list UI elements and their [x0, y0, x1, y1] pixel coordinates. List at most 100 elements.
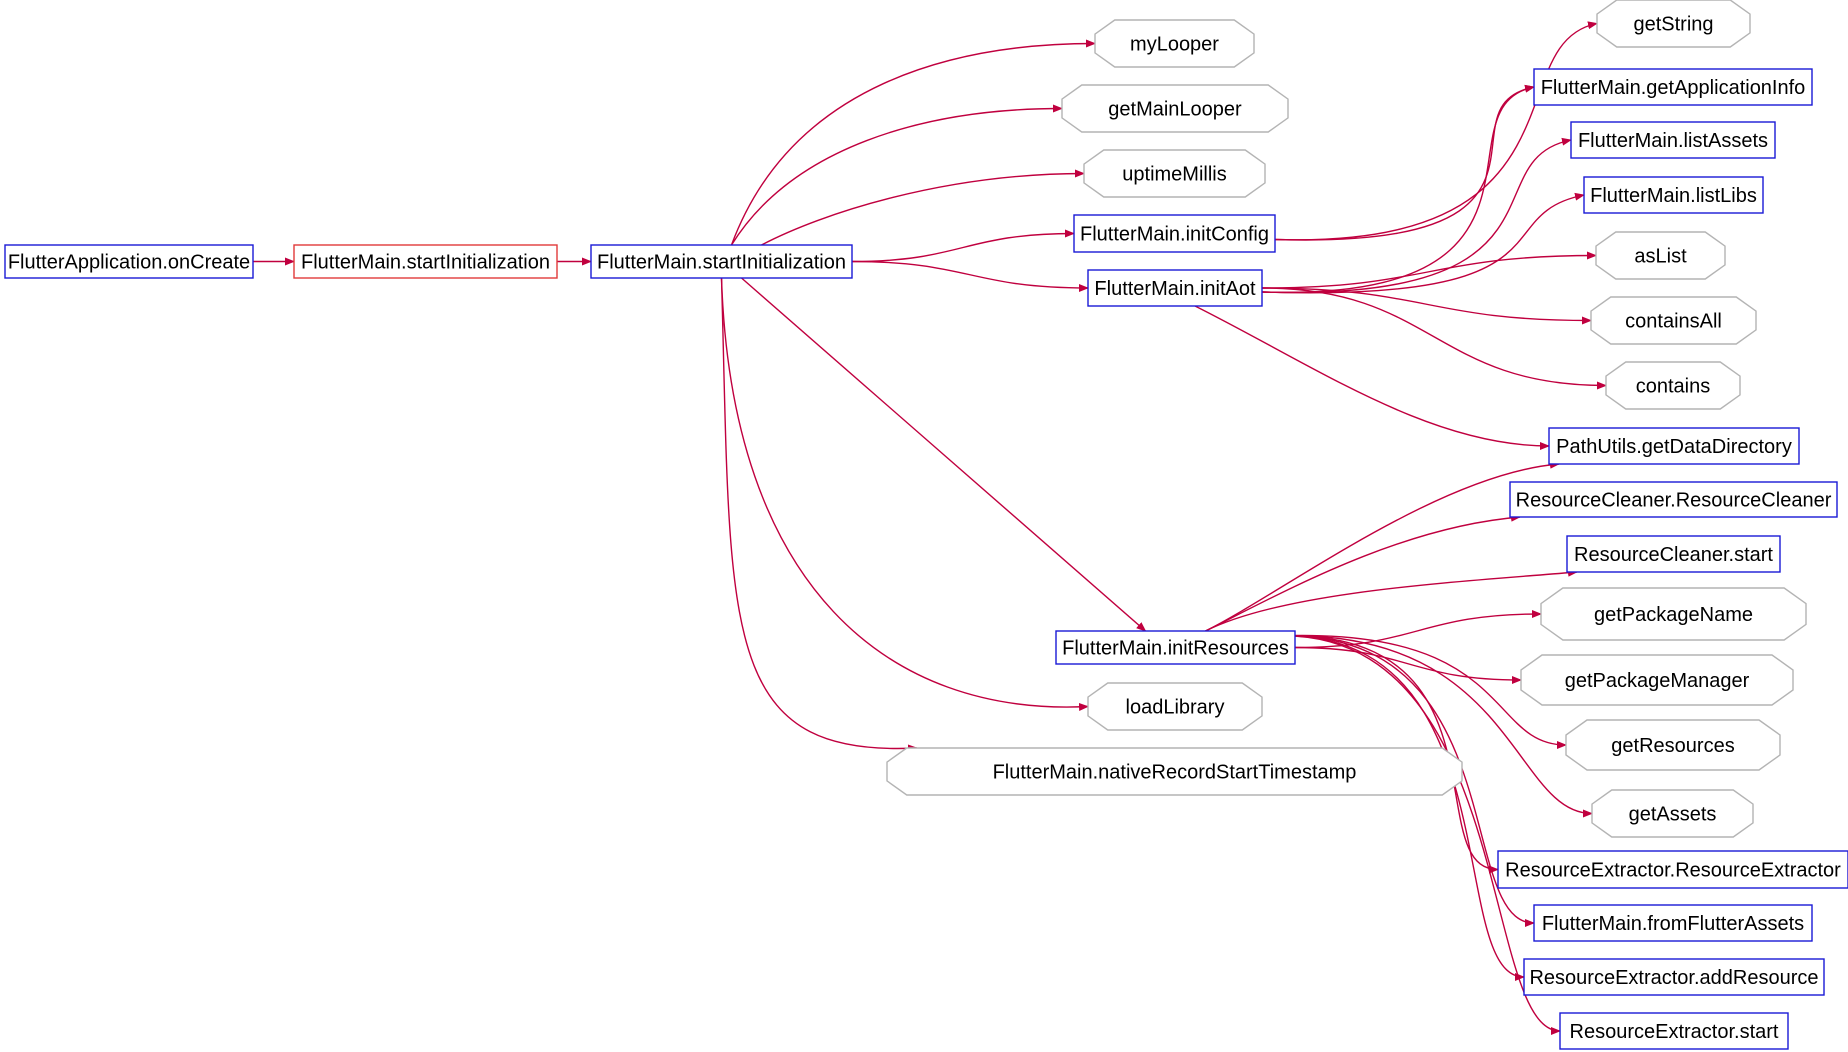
edge-start-initialization-inner-to-init-config [851, 229, 1075, 263]
node-resource-extractor-start[interactable]: ResourceExtractor.start [1559, 1012, 1789, 1050]
node-shape-resource-extractor-ctor [1497, 850, 1848, 889]
node-shape-get-package-name [1540, 587, 1807, 641]
node-start-initialization-outer[interactable]: FlutterMain.startInitialization [293, 244, 558, 279]
node-get-package-manager[interactable]: getPackageManager [1520, 654, 1794, 706]
edges-layer [252, 21, 1607, 1035]
edge-start-initialization-inner-to-load-library [720, 277, 1089, 711]
node-label-get-string: getString [1633, 14, 1713, 36]
node-resource-extractor-ctor[interactable]: ResourceExtractor.ResourceExtractor [1497, 850, 1848, 889]
node-shape-resource-cleaner-ctor [1509, 481, 1838, 518]
node-shape-as-list [1595, 231, 1726, 280]
node-uptime-millis[interactable]: uptimeMillis [1083, 149, 1266, 198]
node-from-flutter-assets[interactable]: FlutterMain.fromFlutterAssets [1533, 904, 1813, 942]
node-shape-init-aot [1087, 269, 1263, 307]
node-list-assets[interactable]: FlutterMain.listAssets [1570, 121, 1776, 159]
node-shape-flutter-application-on-create [4, 244, 254, 279]
node-shape-get-data-directory [1548, 427, 1800, 465]
node-resource-cleaner-start[interactable]: ResourceCleaner.start [1566, 535, 1781, 573]
node-get-package-name[interactable]: getPackageName [1540, 587, 1807, 641]
node-get-application-info[interactable]: FlutterMain.getApplicationInfo [1533, 68, 1813, 106]
edge-init-resources-to-resource-extractor-start [1274, 635, 1561, 1035]
node-shape-list-libs [1583, 176, 1764, 214]
node-label-list-libs: FlutterMain.listLibs [1590, 185, 1757, 207]
node-shape-init-config [1073, 214, 1276, 253]
node-start-initialization-inner[interactable]: FlutterMain.startInitialization [590, 244, 853, 279]
edge-init-aot-to-list-libs [1261, 192, 1585, 294]
node-label-my-looper: myLooper [1130, 34, 1219, 56]
node-list-libs[interactable]: FlutterMain.listLibs [1583, 176, 1764, 214]
node-shape-contains [1605, 361, 1741, 410]
node-shape-init-resources [1055, 630, 1296, 665]
node-shape-add-resource [1523, 958, 1825, 996]
node-get-resources[interactable]: getResources [1565, 719, 1781, 771]
node-label-init-resources: FlutterMain.initResources [1062, 638, 1289, 660]
edge-start-initialization-inner-to-get-main-looper [730, 104, 1063, 246]
node-label-init-config: FlutterMain.initConfig [1080, 224, 1269, 246]
node-load-library[interactable]: loadLibrary [1087, 682, 1263, 731]
node-init-resources[interactable]: FlutterMain.initResources [1055, 630, 1296, 665]
node-shape-get-application-info [1533, 68, 1813, 106]
node-label-load-library: loadLibrary [1126, 697, 1225, 719]
edge-init-resources-to-add-resource [1274, 635, 1525, 981]
node-shape-native-record-start-timestamp [886, 747, 1463, 796]
edge-start-initialization-inner-to-init-resources [741, 277, 1147, 632]
node-add-resource[interactable]: ResourceExtractor.addResource [1523, 958, 1825, 996]
edge-start-initialization-inner-to-my-looper [730, 39, 1096, 246]
node-shape-start-initialization-outer [293, 244, 558, 279]
edge-start-initialization-inner-to-uptime-millis [761, 169, 1085, 246]
node-shape-get-main-looper [1061, 84, 1289, 133]
node-get-data-directory[interactable]: PathUtils.getDataDirectory [1548, 427, 1800, 465]
node-label-get-main-looper: getMainLooper [1108, 99, 1242, 121]
node-label-native-record-start-timestamp: FlutterMain.nativeRecordStartTimestamp [993, 762, 1357, 784]
node-label-get-data-directory: PathUtils.getDataDirectory [1556, 436, 1792, 458]
edge-init-aot-to-as-list [1261, 251, 1597, 289]
edge-init-aot-to-get-application-info [1261, 84, 1535, 293]
nodes-layer: FlutterApplication.onCreate FlutterMain.s… [4, 0, 1848, 1050]
node-contains[interactable]: contains [1605, 361, 1741, 410]
edge-start-initialization-inner-to-init-aot [851, 260, 1089, 292]
node-label-start-initialization-inner: FlutterMain.startInitialization [597, 252, 846, 274]
node-label-get-package-name: getPackageName [1594, 604, 1753, 626]
node-get-assets[interactable]: getAssets [1591, 789, 1754, 838]
node-label-resource-extractor-start: ResourceExtractor.start [1570, 1021, 1779, 1043]
node-shape-my-looper [1094, 19, 1255, 68]
node-label-contains: contains [1636, 376, 1711, 398]
node-flutter-application-on-create[interactable]: FlutterApplication.onCreate [4, 244, 254, 279]
edge-init-resources-to-resource-cleaner-ctor [1205, 513, 1521, 632]
node-shape-get-package-manager [1520, 654, 1794, 706]
node-label-resource-cleaner-start: ResourceCleaner.start [1574, 544, 1773, 566]
edge-init-resources-to-get-data-directory [1205, 460, 1560, 632]
edge-start-initialization-inner-to-native-record-start-timestamp [720, 277, 918, 753]
node-native-record-start-timestamp[interactable]: FlutterMain.nativeRecordStartTimestamp [886, 747, 1463, 796]
node-my-looper[interactable]: myLooper [1094, 19, 1255, 68]
node-as-list[interactable]: asList [1595, 231, 1726, 280]
node-shape-from-flutter-assets [1533, 904, 1813, 942]
node-get-main-looper[interactable]: getMainLooper [1061, 84, 1289, 133]
node-contains-all[interactable]: containsAll [1590, 296, 1757, 345]
node-shape-load-library [1087, 682, 1263, 731]
edge-init-resources-to-get-assets [1274, 635, 1593, 818]
node-init-aot[interactable]: FlutterMain.initAot [1087, 269, 1263, 307]
node-label-add-resource: ResourceExtractor.addResource [1529, 967, 1818, 989]
node-label-get-resources: getResources [1611, 735, 1734, 757]
edge-init-resources-to-get-package-name [1294, 610, 1542, 649]
node-get-string[interactable]: getString [1596, 0, 1751, 48]
edge-init-resources-to-get-resources [1274, 634, 1567, 749]
node-shape-get-string [1596, 0, 1751, 48]
edge-init-resources-to-get-package-manager [1294, 646, 1522, 684]
edge-init-resources-to-from-flutter-assets [1274, 635, 1535, 927]
edge-init-config-to-get-application-info [1274, 84, 1535, 241]
node-label-resource-extractor-ctor: ResourceExtractor.ResourceExtractor [1505, 860, 1841, 882]
edge-init-config-to-get-string [1274, 21, 1598, 241]
node-label-get-assets: getAssets [1629, 804, 1717, 826]
node-shape-start-initialization-inner [590, 244, 853, 279]
node-shape-get-resources [1565, 719, 1781, 771]
node-label-get-application-info: FlutterMain.getApplicationInfo [1541, 77, 1806, 99]
node-resource-cleaner-ctor[interactable]: ResourceCleaner.ResourceCleaner [1509, 481, 1838, 518]
node-label-start-initialization-outer: FlutterMain.startInitialization [301, 252, 550, 274]
node-init-config[interactable]: FlutterMain.initConfig [1073, 214, 1276, 253]
node-shape-list-assets [1570, 121, 1776, 159]
edge-init-aot-to-contains-all [1261, 287, 1592, 325]
edge-init-aot-to-contains [1261, 287, 1607, 390]
edge-init-resources-to-resource-cleaner-start [1205, 568, 1578, 632]
